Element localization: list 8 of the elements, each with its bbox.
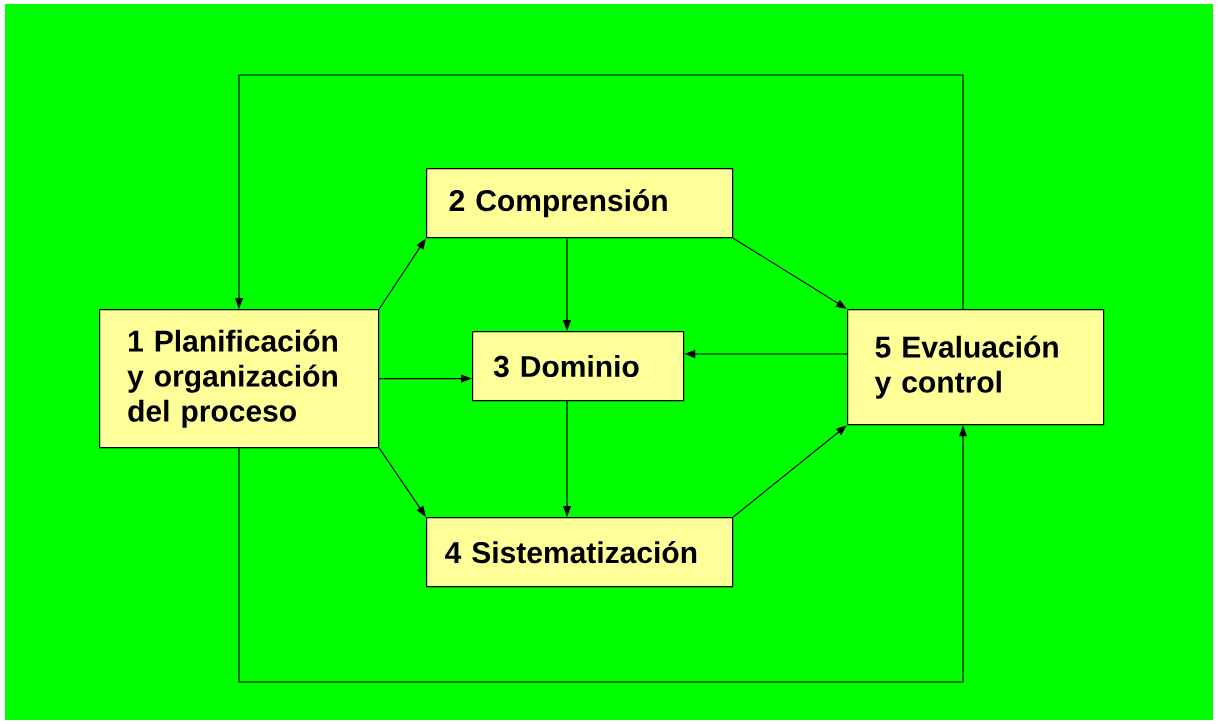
process-box: 1 Planificación y organización del proceso <box>99 309 380 449</box>
arrow <box>732 425 847 518</box>
process-box: 4 Sistematización <box>426 517 734 588</box>
process-box: 2 Comprensión <box>426 168 734 239</box>
arrow <box>732 237 847 309</box>
process-box: 5 Evaluación y control <box>847 309 1105 426</box>
process-box: 3 Dominio <box>472 331 685 402</box>
arrow <box>378 447 426 517</box>
